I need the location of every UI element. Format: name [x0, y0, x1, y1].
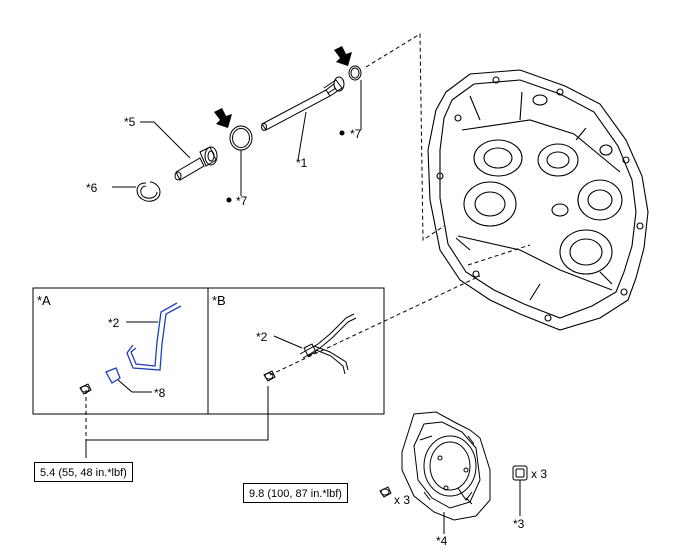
- panel-label-a: *A: [37, 293, 51, 308]
- callout-2-a: *2: [108, 316, 120, 330]
- dot-icon: [226, 197, 232, 203]
- bolt-quantity: x 3: [394, 493, 411, 507]
- detail-box-a: [32, 287, 209, 415]
- transaxle-case: [427, 69, 649, 331]
- cover-bolt: [379, 486, 392, 498]
- oil-pipe-a: [105, 302, 182, 384]
- bolt-a: [79, 383, 92, 395]
- torque-bracket: [85, 386, 269, 458]
- callout-4: *4: [436, 534, 448, 548]
- torque-spec-left: 5.4 (55, 48 in.*lbf): [34, 462, 133, 482]
- callout-8: *8: [154, 386, 166, 400]
- callout-5: *5: [124, 115, 136, 129]
- guide-lines: [85, 33, 531, 440]
- o-ring-left: [229, 125, 253, 151]
- leader-lines: [112, 80, 362, 196]
- panel-label-b: *B: [212, 293, 226, 308]
- oil-pipe-b: [299, 313, 357, 375]
- detail-box-b: [207, 287, 385, 415]
- torque-spec-right: 9.8 (100, 87 in.*lbf): [243, 483, 348, 503]
- bolt-b: [263, 370, 276, 382]
- arrow-down-right-icon: [214, 46, 352, 128]
- snap-ring-part-6: [136, 181, 161, 202]
- callout-7-left: *7: [236, 194, 248, 208]
- o-ring-right: [348, 65, 362, 81]
- callout-7-right: *7: [350, 127, 362, 141]
- leader-line-b: [273, 335, 303, 349]
- callout-2-b: *2: [256, 330, 268, 344]
- cap-part-3: [512, 465, 528, 481]
- callout-3: *3: [513, 517, 525, 531]
- shaft-part-1: [261, 76, 345, 131]
- leader-lines-a: [117, 321, 158, 393]
- cover-part-4: [401, 411, 491, 521]
- dot-icon: [339, 130, 345, 136]
- shaft-part-5: [174, 146, 218, 181]
- callout-1: *1: [296, 156, 308, 170]
- cap-quantity: x 3: [531, 467, 548, 481]
- callout-6: *6: [86, 181, 98, 195]
